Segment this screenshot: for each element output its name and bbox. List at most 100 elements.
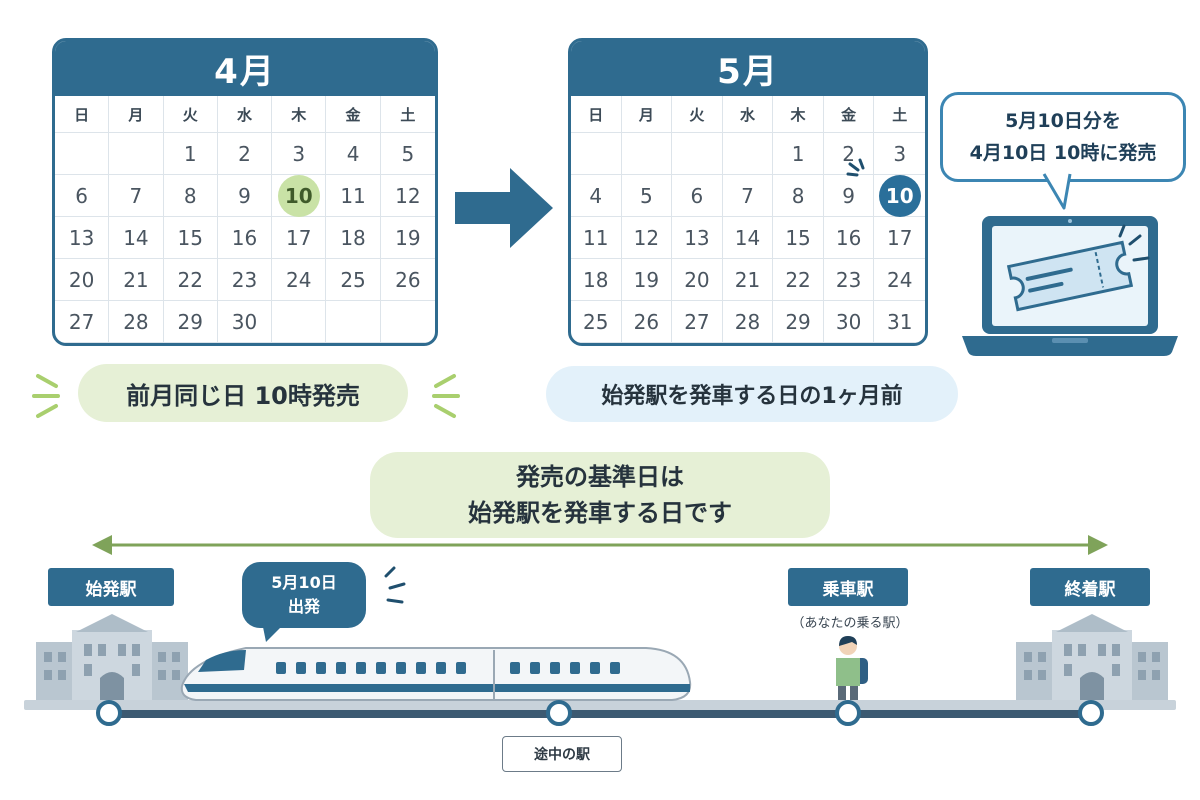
day-cell xyxy=(380,301,435,343)
day-cell: 22 xyxy=(163,259,218,301)
release-info-line1: 5月10日分を xyxy=(1005,110,1121,132)
day-cell xyxy=(326,301,381,343)
day-cell: 9 xyxy=(217,175,273,217)
departure-sparkle-icon xyxy=(384,566,406,604)
day-cell: 15 xyxy=(163,217,218,259)
may-caption: 始発駅を発車する日の1ヶ月前 xyxy=(546,366,958,422)
right-arrow-icon xyxy=(455,168,553,248)
departure-bubble: 5月10日 出発 xyxy=(242,562,366,628)
terminal-station-label: 終着駅 xyxy=(1030,568,1150,606)
day-cell: 29 xyxy=(163,301,218,343)
day-cell: 24 xyxy=(272,259,327,301)
left-sparkle-icon xyxy=(32,374,60,418)
day-cell: 27 xyxy=(672,301,723,343)
release-info-line2: 4月10日 10時に発売 xyxy=(969,142,1157,164)
day-cell: 19 xyxy=(380,217,435,259)
day-cell: 18 xyxy=(571,259,622,301)
right-sparkle-icon xyxy=(432,374,460,418)
day-cell: 16 xyxy=(217,217,273,259)
day-cell: 3 xyxy=(874,133,925,175)
highlighted-day-number: 10 xyxy=(878,174,921,217)
day-cell: 29 xyxy=(773,301,824,343)
day-cell: 22 xyxy=(773,259,824,301)
day-cell: 7 xyxy=(109,175,164,217)
day-cell: 6 xyxy=(55,175,110,217)
day-cell: 3 xyxy=(272,133,327,175)
day-cell: 14 xyxy=(109,217,164,259)
release-info-bubble: 5月10日分を 4月10日 10時に発売 xyxy=(940,92,1186,182)
weekday-header: 水 xyxy=(217,96,273,133)
day-cell: 4 xyxy=(571,175,622,217)
day-cell: 21 xyxy=(722,259,774,301)
highlighted-day-cell: 10 xyxy=(874,174,925,217)
sparkle-icon xyxy=(846,158,865,177)
railway-track-icon xyxy=(24,700,1176,718)
midway-station-label: 途中の駅 xyxy=(502,736,622,772)
weekday-header: 木 xyxy=(773,96,824,133)
boarding-station-note: （あなたの乗る駅） xyxy=(791,616,909,631)
day-cell: 13 xyxy=(672,217,723,259)
day-cell: 20 xyxy=(672,259,723,301)
may-calendar-title: 5月 xyxy=(571,41,925,96)
day-cell: 8 xyxy=(163,175,218,217)
april-caption: 前月同じ日 10時発売 xyxy=(78,364,408,422)
day-cell: 17 xyxy=(874,217,925,259)
weekday-header: 火 xyxy=(163,96,218,133)
day-cell: 23 xyxy=(823,259,875,301)
day-cell: 28 xyxy=(722,301,774,343)
day-cell: 30 xyxy=(823,301,875,343)
day-cell: 20 xyxy=(55,259,110,301)
passenger-icon xyxy=(836,636,868,700)
rule-line2: 始発駅を発車する日です xyxy=(468,499,732,527)
day-cell: 19 xyxy=(621,259,673,301)
day-cell xyxy=(109,133,164,175)
day-cell: 7 xyxy=(722,175,774,217)
april-calendar-title: 4月 xyxy=(55,41,435,96)
day-cell: 21 xyxy=(109,259,164,301)
day-cell: 23 xyxy=(217,259,273,301)
boarding-station-node-icon xyxy=(835,700,861,726)
day-cell xyxy=(571,133,622,175)
day-cell: 6 xyxy=(672,175,723,217)
rule-line1: 発売の基準日は xyxy=(516,463,684,491)
weekday-header: 月 xyxy=(621,96,673,133)
day-cell: 26 xyxy=(621,301,673,343)
boarding-station-label: 乗車駅 xyxy=(788,568,908,606)
departure-line1: 5月10日 xyxy=(271,573,337,592)
terminal-station-building-icon xyxy=(1016,614,1168,700)
day-cell: 14 xyxy=(722,217,774,259)
departure-line2: 出発 xyxy=(287,597,320,616)
day-cell: 25 xyxy=(326,259,381,301)
day-cell: 28 xyxy=(109,301,164,343)
day-cell: 12 xyxy=(621,217,673,259)
day-cell: 12 xyxy=(380,175,435,217)
day-cell xyxy=(272,301,327,343)
weekday-header: 土 xyxy=(874,96,925,133)
day-cell: 30 xyxy=(217,301,273,343)
day-cell xyxy=(672,133,723,175)
weekday-header: 水 xyxy=(722,96,774,133)
weekday-header: 金 xyxy=(823,96,875,133)
day-cell: 2 xyxy=(217,133,273,175)
rule-caption: 発売の基準日は 始発駅を発車する日です xyxy=(370,452,830,538)
day-cell: 11 xyxy=(326,175,381,217)
day-cell: 13 xyxy=(55,217,110,259)
day-cell: 5 xyxy=(380,133,435,175)
midway-station-node-icon xyxy=(546,700,572,726)
highlighted-day-cell: 10 xyxy=(272,174,327,217)
day-cell: 1 xyxy=(773,133,824,175)
day-cell: 17 xyxy=(272,217,327,259)
day-cell: 25 xyxy=(571,301,622,343)
day-cell xyxy=(722,133,774,175)
day-cell: 1 xyxy=(163,133,218,175)
weekday-header: 金 xyxy=(326,96,381,133)
day-cell: 15 xyxy=(773,217,824,259)
bubble-tail-icon xyxy=(1042,172,1072,210)
day-cell: 8 xyxy=(773,175,824,217)
day-cell: 9 xyxy=(823,175,875,217)
weekday-header: 火 xyxy=(672,96,723,133)
day-cell: 27 xyxy=(55,301,110,343)
